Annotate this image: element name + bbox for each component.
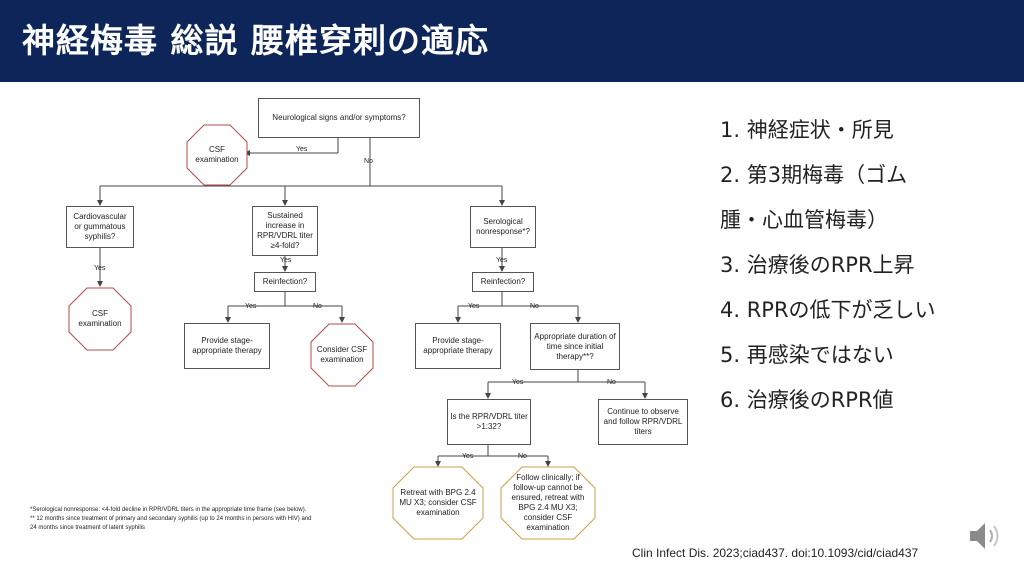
label-yes-cardio: Yes <box>94 265 106 272</box>
label-yes-reinf-right: Yes <box>468 303 480 310</box>
list-item: 腫・心血管梅毒） <box>720 208 888 232</box>
node-sustained-increase: Sustained increase in RPR/VDRL titer ≥4-… <box>252 206 318 256</box>
node-csf-left-label: CSF examination <box>78 309 122 328</box>
footnote-line-3: 24 months since treatment of latent syph… <box>30 525 146 531</box>
node-csf-top: CSF examination <box>186 124 248 186</box>
node-consider-csf: Consider CSF examination <box>310 323 374 387</box>
node-provide-therapy-left: Provide stage-appropriate therapy <box>184 323 270 369</box>
citation: Clin Infect Dis. 2023;ciad437. doi:10.10… <box>632 546 919 560</box>
node-retreat: Retreat with BPG 2.4 MU X3; consider CSF… <box>392 466 484 540</box>
node-cardiovascular: Cardiovascular or gummatous syphilis? <box>66 206 134 248</box>
node-reinfection-right: Reinfection? <box>472 272 534 292</box>
node-serological-nonresponse: Serological nonresponse*? <box>470 206 536 248</box>
label-no-reinf-left: No <box>313 303 322 310</box>
node-provide-therapy-right: Provide stage-appropriate therapy <box>415 323 501 369</box>
title-bar: 神経梅毒 総説 腰椎穿刺の適応 <box>0 0 1024 82</box>
label-yes-duration: Yes <box>512 379 524 386</box>
list-item: 4. RPRの低下が乏しい <box>720 298 936 322</box>
list-item: 1. 神経症状・所見 <box>720 118 894 142</box>
footnote-line-1: *Serological nonresponse: <4-fold declin… <box>30 507 307 513</box>
list-item: 5. 再感染ではない <box>720 343 894 367</box>
node-continue-observe: Continue to observe and follow RPR/VDRL … <box>598 399 688 445</box>
node-csf-top-label: CSF examination <box>195 145 239 164</box>
label-no-root: No <box>364 158 373 165</box>
node-appropriate-duration: Appropriate duration of time since initi… <box>530 323 620 370</box>
label-yes-sustained: Yes <box>280 257 292 264</box>
slide-title: 神経梅毒 総説 腰椎穿刺の適応 <box>22 21 489 60</box>
node-follow-clinically: Follow clinically; if follow-up cannot b… <box>500 466 596 540</box>
node-is-rpr-titer: Is the RPR/VDRL titer >1:32? <box>447 399 531 445</box>
speaker-icon[interactable] <box>966 518 1006 554</box>
indication-list: 1. 神経症状・所見 2. 第3期梅毒（ゴム 腫・心血管梅毒） 3. 治療後のR… <box>720 112 1010 427</box>
label-no-duration: No <box>607 379 616 386</box>
label-yes-rpr: Yes <box>462 453 474 460</box>
list-item: 2. 第3期梅毒（ゴム <box>720 163 908 187</box>
label-yes-root: Yes <box>296 146 308 153</box>
label-yes-serological: Yes <box>496 257 508 264</box>
label-yes-reinf-left: Yes <box>245 303 257 310</box>
footnote: *Serological nonresponse: <4-fold declin… <box>30 506 390 533</box>
node-follow-clinically-label: Follow clinically; if follow-up cannot b… <box>511 473 585 532</box>
list-item: 6. 治療後のRPR値 <box>720 388 894 412</box>
node-csf-left: CSF examination <box>68 287 132 351</box>
footnote-line-2: ** 12 months since treatment of primary … <box>30 516 312 522</box>
node-consider-csf-label: Consider CSF examination <box>316 345 368 364</box>
label-no-reinf-right: No <box>530 303 539 310</box>
node-neurological-signs: Neurological signs and/or symptoms? <box>258 98 420 138</box>
list-item: 3. 治療後のRPR上昇 <box>720 253 915 277</box>
label-no-rpr: No <box>518 453 527 460</box>
node-retreat-label: Retreat with BPG 2.4 MU X3; consider CSF… <box>399 488 477 517</box>
node-reinfection-left: Reinfection? <box>254 272 316 292</box>
